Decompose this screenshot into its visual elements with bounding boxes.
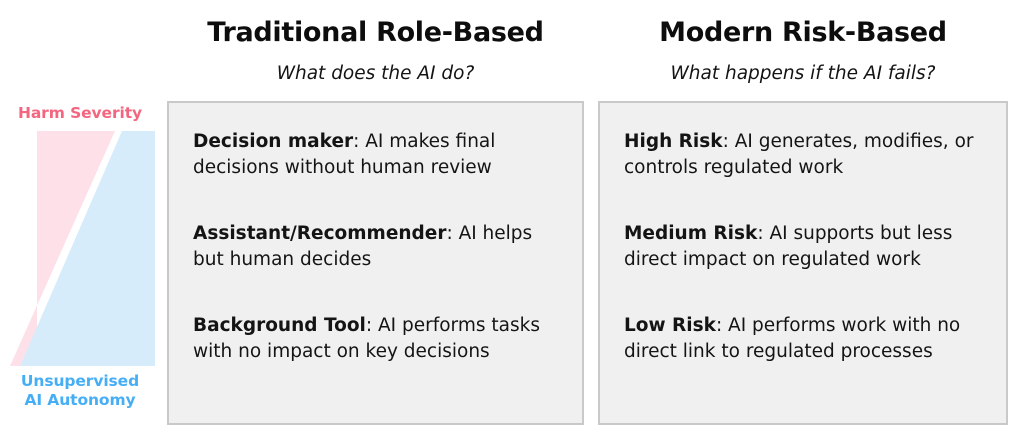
harm-severity-label: Harm Severity	[17, 104, 143, 122]
entry-high-risk: High Risk: AI generates, modifies, or co…	[624, 129, 984, 181]
ai-autonomy-triangle	[20, 131, 155, 366]
entry-description: : AI generates, modifies, or controls re…	[624, 131, 974, 178]
entry-term: High Risk	[624, 131, 723, 152]
entry-term: Low Risk	[624, 315, 716, 336]
entry-term: Decision maker	[193, 131, 354, 152]
ai-autonomy-label: Unsupervised AI Autonomy	[0, 372, 160, 410]
ai-autonomy-label-line2: AI Autonomy	[24, 391, 136, 409]
entry-term: Assistant/Recommender	[193, 223, 447, 244]
entry-term: Medium Risk	[624, 223, 758, 244]
panel-modern: High Risk: AI generates, modifies, or co…	[598, 101, 1008, 425]
entry-decision-maker: Decision maker: AI makes final decisions…	[193, 129, 560, 181]
column-title-traditional: Traditional Role-Based	[207, 17, 544, 48]
entry-description: : AI makes final decisions without human…	[193, 131, 496, 178]
column-subtitle-modern: What happens if the AI fails?	[670, 63, 936, 84]
wedge-graphic	[10, 131, 155, 366]
column-modern-risk-based: Modern Risk-Based What happens if the AI…	[598, 0, 1008, 442]
column-traditional-role-based: Traditional Role-Based What does the AI …	[167, 0, 584, 442]
axis-legend: Harm Severity Unsupervised AI Autonomy	[0, 100, 160, 435]
entry-description: : AI performs work with no direct link t…	[624, 315, 961, 362]
entry-description: : AI performs tasks with no impact on ke…	[193, 315, 540, 362]
entry-description: : AI supports but less direct impact on …	[624, 223, 953, 270]
entry-low-risk: Low Risk: AI performs work with no direc…	[624, 313, 984, 365]
column-subtitle-traditional: What does the AI do?	[276, 63, 475, 84]
entry-background-tool: Background Tool: AI performs tasks with …	[193, 313, 560, 365]
panel-traditional: Decision maker: AI makes final decisions…	[167, 101, 584, 425]
ai-autonomy-label-line1: Unsupervised	[20, 372, 140, 390]
entry-term: Background Tool	[193, 315, 366, 336]
entry-medium-risk: Medium Risk: AI supports but less direct…	[624, 221, 984, 273]
entry-description: : AI helps but human decides	[193, 223, 533, 270]
entry-assistant-recommender: Assistant/Recommender: AI helps but huma…	[193, 221, 560, 273]
severity-autonomy-wedge	[0, 131, 160, 369]
harm-severity-triangle	[10, 131, 115, 366]
column-title-modern: Modern Risk-Based	[659, 17, 947, 48]
